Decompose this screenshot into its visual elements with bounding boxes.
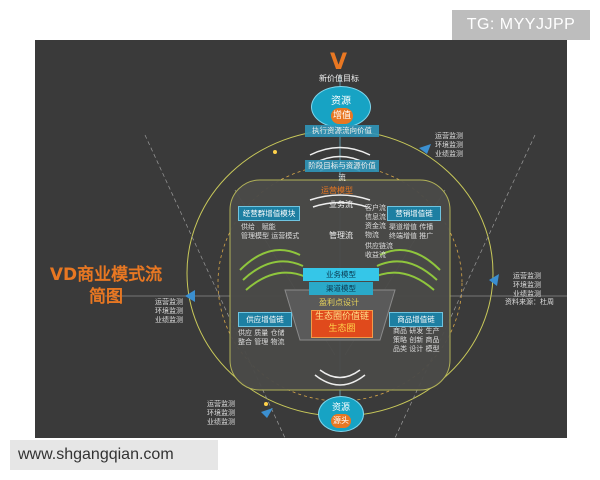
monitor-item: 运营监测: [513, 272, 541, 280]
resource-bottom-inner: 源头: [331, 414, 351, 428]
box-item: 推广: [419, 232, 434, 240]
box-tl-items: 供给 赋能 管理模型 运营模式: [241, 223, 301, 241]
arrow-top-right: [419, 144, 431, 154]
watermark-site: www.shgangqian.com: [10, 440, 218, 470]
arrow-left: [185, 290, 195, 302]
title-line-2: 简图: [89, 287, 123, 307]
box-item: 模型: [425, 345, 440, 353]
box-item: 传播: [419, 223, 434, 231]
monitor-item: 环境监测: [155, 307, 183, 315]
box-item: 创新: [409, 336, 424, 344]
flow-item: 物流: [365, 231, 379, 239]
monitor-item: 环境监测: [207, 409, 235, 417]
resource-top-label: 资源: [331, 96, 351, 107]
box-item: 管理: [254, 338, 269, 346]
side-right: 运营监测 环境监测 业绩监测: [513, 272, 541, 299]
box-br-head: 商品增值链: [389, 312, 443, 327]
box-item: 商品: [393, 327, 407, 335]
stack-business-model: 业务模型: [303, 268, 379, 281]
box-item: 赋能: [261, 223, 276, 231]
management-flow: 管理流: [329, 231, 353, 240]
resource-top-inner: 增值: [331, 108, 353, 124]
box-tl-head: 经营群增值模块: [238, 206, 300, 221]
monitor-item: 运营监测: [435, 132, 463, 140]
white-arcs-top: [309, 146, 371, 156]
white-arcs-bottom: [314, 374, 366, 386]
core-line-2: 生态圈: [328, 324, 356, 334]
stack-channel-model: 渠道模型: [309, 282, 373, 295]
arrow-bottom-left: [261, 408, 273, 418]
monitor-item: 业绩监测: [207, 418, 235, 426]
monitor-item: 业绩监测: [155, 316, 183, 324]
monitor-item: 环境监测: [513, 281, 541, 289]
core-line-1: 生态圈价值链: [314, 312, 369, 322]
box-item: 质量: [254, 329, 269, 337]
diagram-title: VD商业模式流 简图: [41, 264, 171, 308]
box-item: 运营模式: [271, 232, 300, 240]
new-value-target: 新价值目标: [319, 74, 359, 83]
box-item: 研发: [409, 327, 424, 335]
box-item: 物流: [270, 338, 285, 346]
diagram-panel: VD商业模式流 简图 V 新价值目标 资源 增值 执行资源流向价值 阶段目标与资…: [35, 40, 567, 438]
resource-bottom: 资源 源头: [318, 396, 364, 432]
core-box: 生态圈价值链 生态圈: [311, 310, 373, 338]
monitor-item: 环境监测: [435, 141, 463, 149]
monitor-item: 运营监测: [155, 298, 183, 306]
v-letter: V: [330, 50, 348, 75]
flow-item: 收益流: [365, 251, 386, 259]
operation-model: 运营模型: [321, 186, 353, 195]
resource-bottom-label: 资源: [331, 403, 350, 413]
watermark-tg: TG: MYYJJPP: [452, 10, 590, 40]
box-tr-items: 渠道增值 传播 终端增值 推广: [389, 223, 447, 241]
box-bl-head: 供应增值链: [238, 312, 292, 327]
box-item: 整合: [238, 338, 252, 346]
bar-execute: 执行资源流向价值: [305, 125, 379, 137]
box-br-items: 商品 研发 生产 策略 创新 商品 品类 设计 模型: [393, 327, 451, 354]
flow-item: 供应链流: [365, 242, 393, 250]
box-item: 供应: [238, 329, 252, 337]
box-item: 渠道增值: [389, 223, 417, 231]
box-item: 策略: [393, 336, 407, 344]
diagram-lines: [105, 75, 567, 438]
title-line-1: VD商业模式流: [49, 265, 163, 285]
side-left: 运营监测 环境监测 业绩监测: [155, 298, 183, 325]
box-item: 设计: [409, 345, 424, 353]
source-note: 资料来源：杜周: [505, 298, 554, 306]
green-arc-tr: [379, 249, 441, 271]
stack-profit-design: 盈利点设计: [319, 298, 359, 307]
monitor-item: 业绩监测: [513, 290, 541, 298]
monitor-item: 运营监测: [207, 400, 235, 408]
arrow-right: [489, 274, 499, 286]
side-top-right: 运营监测 环境监测 业绩监测: [435, 132, 463, 159]
business-flow: 业务流: [329, 200, 353, 209]
bar-stage: 阶段目标与资源价值流: [305, 160, 379, 182]
box-tr-head: 营销增值链: [387, 206, 441, 221]
monitor-item: 业绩监测: [435, 150, 463, 158]
box-item: 商品: [425, 336, 440, 344]
resource-top: 资源 增值: [311, 86, 371, 128]
box-item: 管理模型: [241, 232, 269, 240]
flows-right-2: 供应链流 收益流: [365, 242, 393, 260]
green-arc-tl: [239, 249, 301, 271]
flow-item: 资金流: [365, 222, 386, 230]
box-item: 生产: [425, 327, 440, 335]
side-bottom-left: 运营监测 环境监测 业绩监测: [207, 400, 235, 427]
ring-dot: [264, 402, 268, 406]
box-item: 仓储: [270, 329, 285, 337]
flows-right: 客户流 信息流 资金流 物流: [365, 204, 386, 240]
box-item: 供给: [241, 223, 255, 231]
flow-item: 信息流: [365, 213, 386, 221]
box-bl-items: 供应 质量 仓储 整合 管理 物流: [238, 329, 300, 347]
box-item: 品类: [393, 345, 407, 353]
flow-item: 客户流: [365, 204, 386, 212]
box-item: 终端增值: [389, 232, 417, 240]
